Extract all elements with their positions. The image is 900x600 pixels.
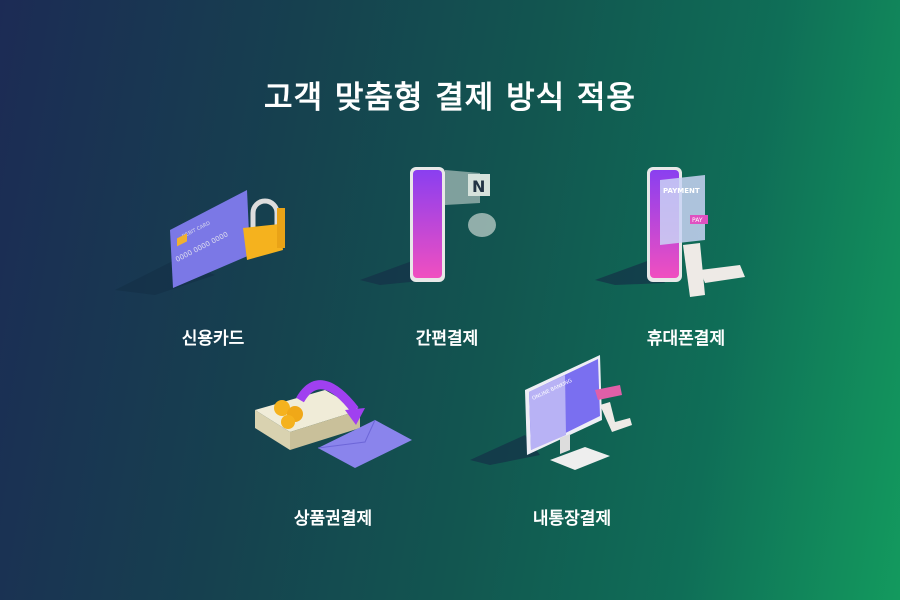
method-label-simple-pay: 간편결제 xyxy=(415,329,479,349)
svg-text:PAY: PAY xyxy=(692,217,703,224)
svg-text:N: N xyxy=(472,177,485,196)
page-title: 고객 맞춤형 결제 방식 적용 xyxy=(264,80,636,116)
method-label-credit-card: 신용카드 xyxy=(181,329,245,349)
method-label-mobile-pay: 휴대폰결제 xyxy=(646,329,726,349)
svg-text:PAYMENT: PAYMENT xyxy=(663,187,700,195)
gift-voucher-money-envelope-icon xyxy=(255,380,412,468)
mobile-payment-receipt-icon: PAYMENT PAY xyxy=(595,167,745,297)
online-banking-monitor-icon: ONLINE BANKING xyxy=(470,355,632,470)
method-label-bank-transfer: 내통장결제 xyxy=(532,509,612,529)
method-label-gift-voucher: 상품권결제 xyxy=(293,509,373,529)
smartphone-naver-pay-icon: N xyxy=(360,167,496,285)
credit-card-lock-icon: DEBIT CARD 0000 0000 0000 xyxy=(115,190,285,295)
